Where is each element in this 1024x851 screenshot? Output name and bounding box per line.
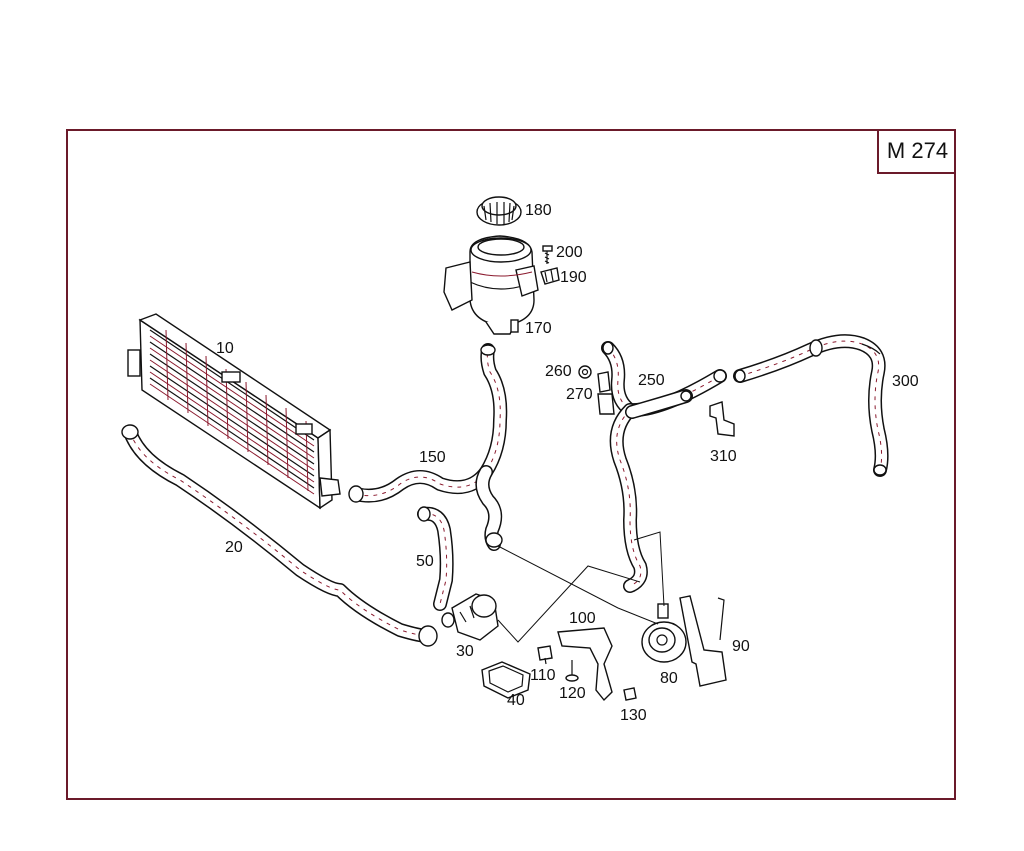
part-170-expansion-tank[interactable] <box>443 235 539 335</box>
callout-310[interactable]: 310 <box>710 448 737 465</box>
part-150-upper-hose[interactable] <box>348 343 508 551</box>
callout-90[interactable]: 90 <box>732 638 750 655</box>
part-100-bracket[interactable] <box>557 627 613 702</box>
part-20-lower-hose[interactable] <box>121 424 438 647</box>
callout-100[interactable]: 100 <box>569 610 596 627</box>
callout-20[interactable]: 20 <box>225 539 243 556</box>
part-80-water-pump[interactable] <box>641 603 687 663</box>
callout-250[interactable]: 250 <box>638 372 665 389</box>
part-260-nut[interactable] <box>578 365 592 379</box>
part-200-bolt[interactable] <box>542 245 553 264</box>
callout-300[interactable]: 300 <box>892 373 919 390</box>
part-110-bolt[interactable] <box>537 645 553 665</box>
part-250-pipe[interactable] <box>597 341 727 593</box>
part-90-bracket[interactable] <box>679 595 727 687</box>
callout-40[interactable]: 40 <box>507 692 525 709</box>
callout-260[interactable]: 260 <box>545 363 572 380</box>
part-120-stud[interactable] <box>565 660 579 682</box>
part-50-small-hose[interactable] <box>417 506 454 611</box>
callout-110[interactable]: 110 <box>530 667 556 684</box>
leader-lines <box>497 531 665 643</box>
part-30-thermostat-housing[interactable] <box>441 593 499 641</box>
callout-labels: 180 200 190 170 10 260 250 270 300 310 1… <box>216 202 919 724</box>
part-270-clip[interactable] <box>597 371 611 393</box>
part-40-gasket[interactable] <box>481 661 531 699</box>
part-180-reservoir-cap[interactable] <box>476 196 522 226</box>
part-10-radiator[interactable] <box>127 313 341 510</box>
diagram-frame <box>66 129 956 800</box>
callout-10[interactable]: 10 <box>216 340 234 357</box>
callout-80[interactable]: 80 <box>660 670 678 687</box>
callout-170[interactable]: 170 <box>525 320 552 337</box>
part-190-clip[interactable] <box>540 267 560 285</box>
callout-30[interactable]: 30 <box>456 643 474 660</box>
callout-180[interactable]: 180 <box>525 202 552 219</box>
part-310-bracket[interactable] <box>709 401 735 437</box>
callout-50[interactable]: 50 <box>416 553 434 570</box>
part-300-pipe[interactable] <box>733 334 889 477</box>
callout-190[interactable]: 190 <box>560 269 587 286</box>
callout-150[interactable]: 150 <box>419 449 446 466</box>
callout-200[interactable]: 200 <box>556 244 583 261</box>
model-label: M 274 <box>877 129 956 174</box>
callout-120[interactable]: 120 <box>559 685 586 702</box>
callout-270[interactable]: 270 <box>566 386 593 403</box>
callout-130[interactable]: 130 <box>620 707 647 724</box>
part-130-bolt[interactable] <box>623 687 637 701</box>
